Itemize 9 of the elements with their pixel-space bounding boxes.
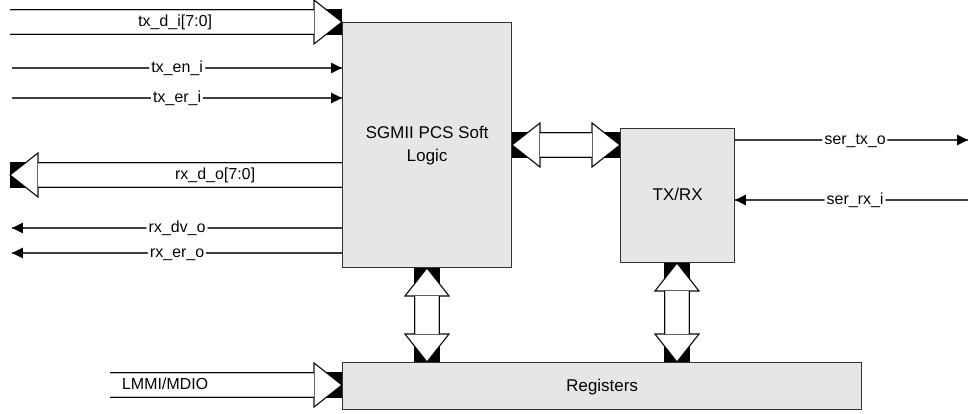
signal-label: rx_dv_o bbox=[146, 219, 208, 237]
signal-label: ser_rx_i bbox=[824, 191, 886, 209]
signal-label: ser_tx_o bbox=[822, 131, 888, 149]
block-box: SGMII PCS Soft Logic bbox=[342, 22, 512, 268]
block-box: Registers bbox=[342, 362, 862, 410]
signal-label: tx_er_i bbox=[150, 89, 204, 107]
signal-label: tx_d_i[7:0] bbox=[136, 13, 214, 31]
block-box: TX/RX bbox=[620, 128, 735, 263]
signal-label: tx_en_i bbox=[149, 59, 205, 77]
